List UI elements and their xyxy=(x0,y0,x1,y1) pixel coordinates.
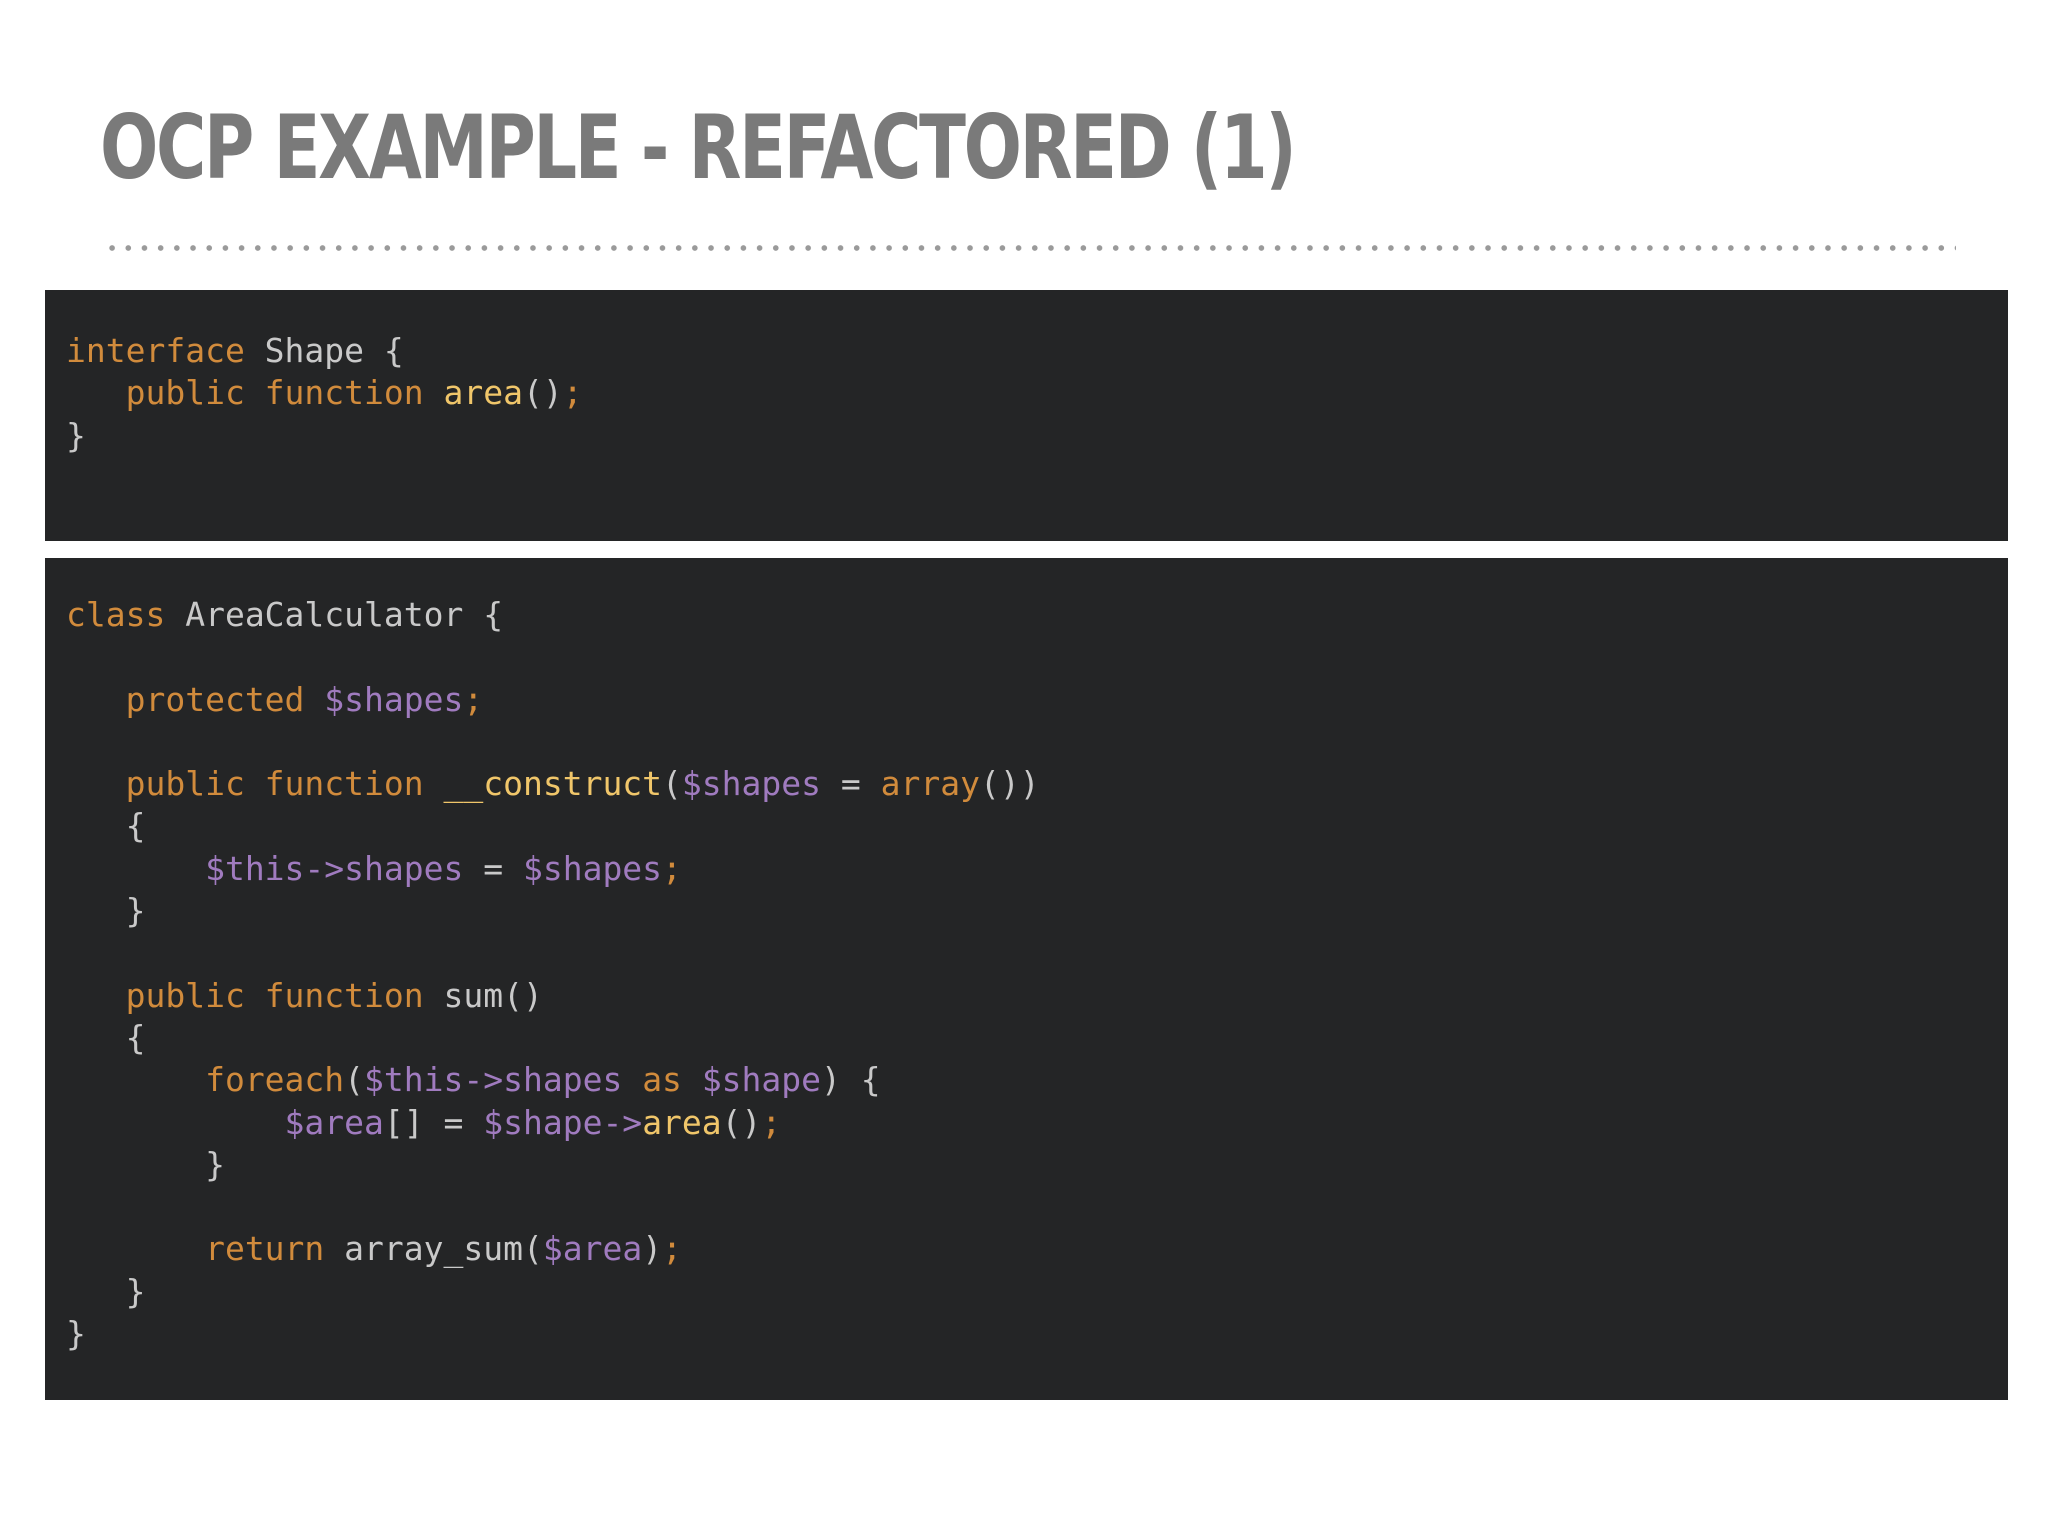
code-token xyxy=(304,680,324,719)
code-token: $shapes xyxy=(522,848,663,888)
code-token: } xyxy=(66,1271,146,1311)
code-line xyxy=(66,1186,2008,1228)
code-token: } xyxy=(66,1144,225,1184)
code-line: public function __construct($shapes = ar… xyxy=(66,763,2008,805)
code-line: protected $shapes; xyxy=(66,679,2008,721)
code-token: area xyxy=(642,1102,722,1142)
code-block-class: class AreaCalculator { protected $shapes… xyxy=(45,558,2008,1400)
code-token: () xyxy=(721,1102,762,1142)
code-token xyxy=(66,1229,205,1268)
code-block-interface: interface Shape { public function area()… xyxy=(45,290,2008,541)
code-line: return array_sum($area); xyxy=(66,1228,2008,1270)
code-token: ) xyxy=(642,1229,663,1269)
code-line: foreach($this->shapes as $shape) { xyxy=(66,1059,2008,1101)
code-token xyxy=(424,764,444,803)
code-token: ; xyxy=(662,1229,682,1269)
code-line: } xyxy=(66,890,2008,932)
dotted-divider xyxy=(104,244,1956,252)
code-token xyxy=(66,976,126,1015)
code-token xyxy=(424,373,444,412)
code-token: ) { xyxy=(821,1060,881,1100)
code-line: $area[] = $shape->area(); xyxy=(66,1102,2008,1144)
code-token: area xyxy=(443,373,523,413)
code-token: } xyxy=(66,891,146,931)
code-token: () xyxy=(522,373,563,413)
code-line: $this->shapes = $shapes; xyxy=(66,848,2008,890)
code-token: $area xyxy=(542,1229,643,1269)
code-token: { xyxy=(66,1017,146,1057)
code-token: ; xyxy=(662,848,682,888)
code-token xyxy=(66,764,126,803)
code-token: public function xyxy=(125,975,424,1015)
slide-title: OCP EXAMPLE - REFACTORED (1) xyxy=(100,96,1297,199)
code-token: { xyxy=(66,806,146,846)
code-token xyxy=(66,849,205,888)
code-token: $this->shapes xyxy=(364,1060,623,1100)
code-token: ; xyxy=(761,1102,782,1142)
code-line: } xyxy=(66,1271,2008,1313)
code-line: class AreaCalculator { xyxy=(66,594,2008,636)
code-token xyxy=(66,680,126,719)
code-token: protected xyxy=(125,679,305,719)
code-token: $area xyxy=(284,1102,384,1142)
code-token: ; xyxy=(463,679,484,719)
code-token: Shape { xyxy=(244,331,404,370)
code-token: = xyxy=(463,848,523,888)
code-line: } xyxy=(66,415,2008,457)
code-token: array xyxy=(880,764,980,804)
code-line: public function area(); xyxy=(66,372,2008,414)
code-token: ( xyxy=(344,1060,365,1100)
code-token: return xyxy=(205,1229,325,1269)
code-token: ; xyxy=(562,373,583,413)
code-token xyxy=(66,373,126,412)
code-token: ()) xyxy=(979,764,1040,804)
code-token: foreach xyxy=(205,1060,345,1100)
code-line: public function sum() xyxy=(66,975,2008,1017)
code-line: { xyxy=(66,805,2008,847)
code-token: interface xyxy=(66,331,245,370)
code-token: [] = xyxy=(383,1102,484,1142)
code-token: public function xyxy=(125,373,424,413)
code-token xyxy=(622,1060,642,1099)
code-token: $shapes xyxy=(681,764,821,804)
code-token: $shape xyxy=(701,1060,822,1100)
code-token: __construct xyxy=(443,764,663,804)
code-token: } xyxy=(66,415,86,455)
code-token: = xyxy=(821,764,881,804)
code-token: $shape-> xyxy=(483,1102,643,1142)
code-token xyxy=(66,1103,285,1142)
code-line xyxy=(66,721,2008,763)
code-token: as xyxy=(642,1060,682,1100)
code-token: $this->shapes xyxy=(205,848,464,888)
code-token xyxy=(66,1060,205,1099)
code-line xyxy=(66,636,2008,678)
code-token xyxy=(682,1060,702,1099)
code-token: class xyxy=(66,595,166,634)
code-token: $shapes xyxy=(324,679,464,719)
code-line: { xyxy=(66,1017,2008,1059)
code-line xyxy=(66,932,2008,974)
code-line: } xyxy=(66,1313,2008,1355)
code-token: array_sum( xyxy=(324,1229,543,1269)
code-line: } xyxy=(66,1144,2008,1186)
code-line: interface Shape { xyxy=(66,330,2008,372)
code-token: sum() xyxy=(423,975,543,1015)
code-token: AreaCalculator { xyxy=(165,595,504,634)
code-token: ( xyxy=(662,764,682,804)
code-token: public function xyxy=(125,764,424,804)
code-token: } xyxy=(66,1314,86,1354)
